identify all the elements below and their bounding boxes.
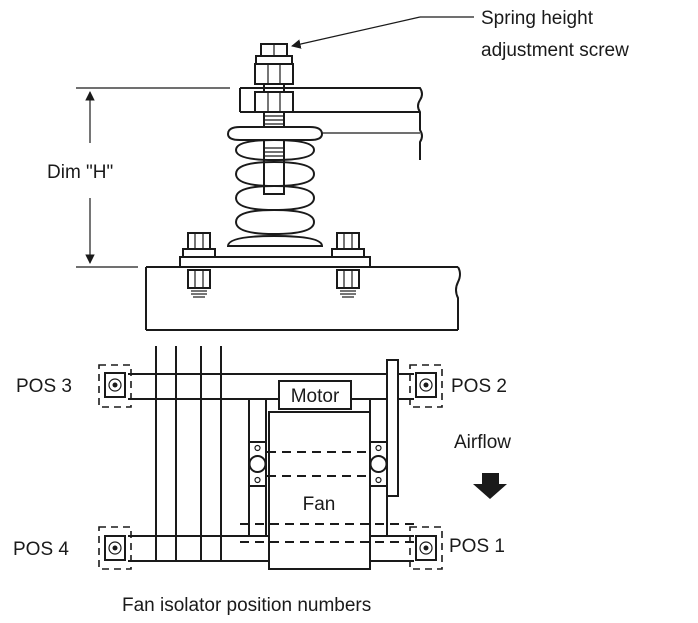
- isolator-pos2: [409, 364, 443, 408]
- base-bolt-right: [331, 232, 365, 258]
- airflow-arrow-icon: [473, 473, 507, 499]
- isolator-pos3: [98, 364, 132, 408]
- lower-frame: [145, 266, 461, 331]
- caption: Fan isolator position numbers: [122, 595, 371, 616]
- upper-frame: [239, 87, 423, 160]
- fan-label: Fan: [303, 494, 336, 515]
- rod-threads: [264, 115, 284, 161]
- bearing-right: [369, 441, 388, 487]
- dim-h-dimension: [76, 87, 230, 268]
- isolator-pos4: [98, 526, 132, 570]
- fan-plan-view: [98, 346, 507, 570]
- base-nut-left: [187, 269, 211, 298]
- pos4-label: POS 4: [13, 539, 69, 560]
- belt-guard: [386, 359, 399, 497]
- spring-height-adjustment-screw: [254, 43, 294, 195]
- bearing-left: [248, 441, 267, 487]
- base-nut-right: [336, 269, 360, 298]
- spring-isolator-detail: [76, 16, 474, 331]
- pos2-label: POS 2: [451, 376, 507, 397]
- base-bolt-left: [182, 232, 216, 258]
- isolator-base-plate: [179, 256, 371, 268]
- motor-label: Motor: [291, 386, 340, 407]
- dim-h-label: Dim "H": [47, 162, 113, 183]
- cross-members: [155, 346, 222, 561]
- pos1-label: POS 1: [449, 536, 505, 557]
- spring-screw-label-line2: adjustment screw: [481, 40, 629, 61]
- motor-box: [278, 380, 352, 410]
- screw-leader-line: [291, 16, 474, 49]
- fan-housing: [248, 398, 388, 570]
- pos3-label: POS 3: [16, 376, 72, 397]
- coil-spring: [226, 138, 324, 247]
- airflow-label: Airflow: [454, 432, 511, 453]
- isolator-pos1: [409, 526, 443, 570]
- spring-cap: [226, 126, 324, 141]
- spring-screw-label-line1: Spring height: [481, 8, 594, 29]
